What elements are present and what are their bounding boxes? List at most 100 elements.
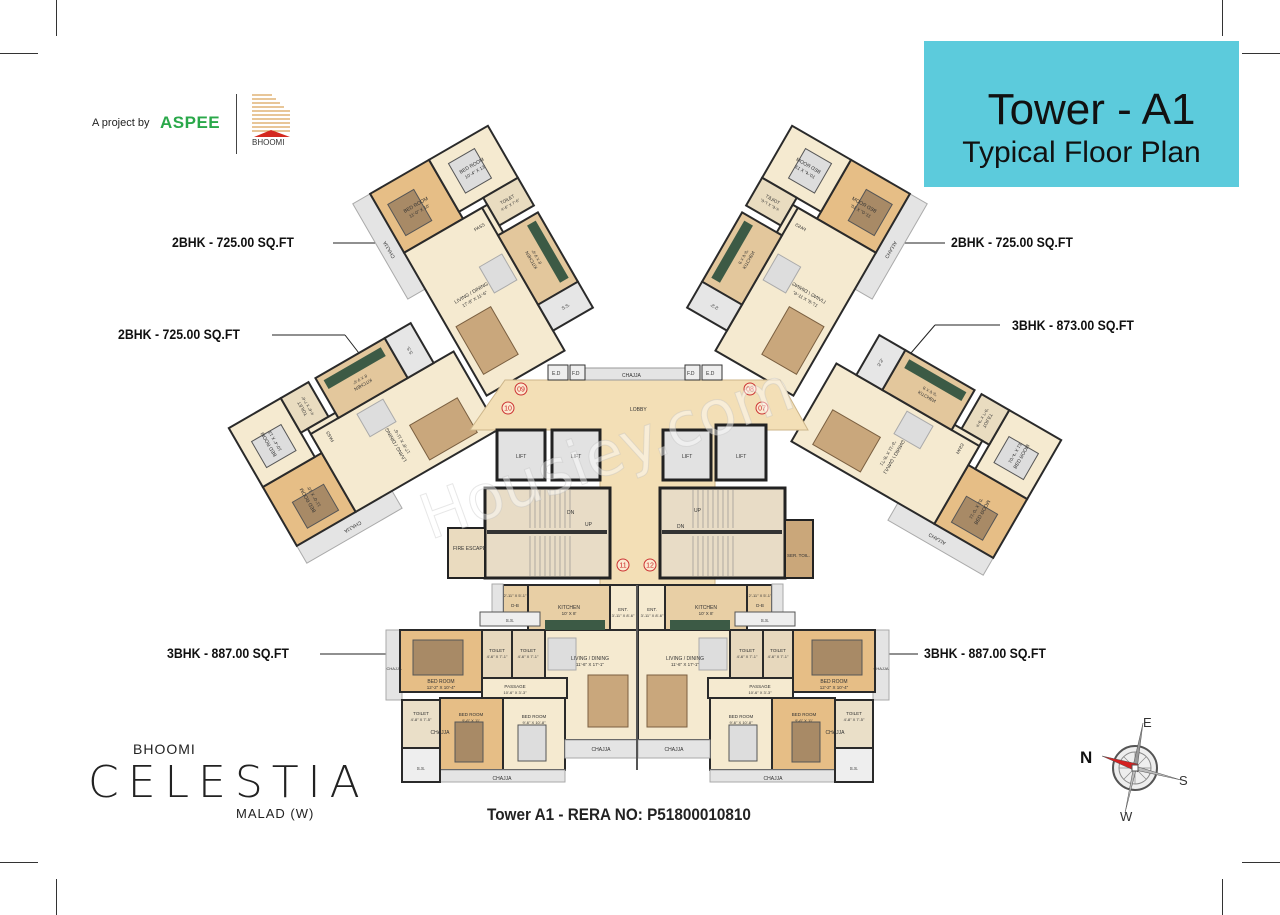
flat-number-circle <box>743 382 757 396</box>
crop-mark <box>56 879 57 915</box>
dining-table-icon <box>547 637 577 671</box>
bed-icon <box>447 147 493 194</box>
ss-label: S.S. <box>850 766 859 771</box>
flat-number: 08 <box>746 387 754 394</box>
brand-celestia: CELESTIA <box>88 757 369 808</box>
kitchen-label: KITCHEN <box>695 605 717 611</box>
bhoomi-logo: BHOOMI <box>252 94 290 147</box>
counter-icon <box>904 359 967 401</box>
counter-icon <box>670 620 730 630</box>
lift-2-label: LIFT <box>571 454 581 460</box>
flat-number: 10 <box>504 406 512 413</box>
crop-mark <box>1222 0 1223 36</box>
toilet-3-dim: 4'-8" X 7'-5" <box>844 717 865 722</box>
bedroom-3-label: BED ROOM <box>729 714 754 719</box>
staircase-right <box>658 486 787 580</box>
tower-title: Tower - A1 <box>987 85 1196 134</box>
service-toilet <box>784 519 814 579</box>
bedroom-1-dim: 12'-2" X 10'-4" <box>820 685 849 690</box>
bedroom-1-label: BED ROOM <box>820 679 847 685</box>
chajja <box>491 583 504 615</box>
bedroom-1-label: BED ROOM <box>427 679 454 685</box>
bedroom-2-dim: 9'-6" X 11' <box>795 718 813 723</box>
toilet-1-label: TOILET <box>489 648 505 653</box>
compass-w: W <box>1120 809 1133 824</box>
lobby-label: LOBBY <box>630 407 647 413</box>
unit-bottom-left: CHAJJACHAJJACHAJJACHAJJAS.S.S.S.KITCHEN1… <box>385 583 638 783</box>
unit-bottom-right: CHAJJACHAJJACHAJJACHAJJAS.S.S.S.KITCHEN1… <box>637 583 890 783</box>
fd-label-right: F.D <box>687 371 695 377</box>
callout-right-lower: 3BHK - 873.00 SQ.FT <box>1012 317 1134 333</box>
passage-label: PASSAGE <box>749 684 770 689</box>
bed-icon <box>517 724 547 762</box>
brand-bhoomi: BHOOMI <box>133 741 196 757</box>
sofa-icon <box>761 305 825 375</box>
flat-number-circle <box>755 401 769 415</box>
bed-icon <box>250 423 297 469</box>
bed-icon <box>791 721 821 763</box>
callout-left-lower: 2BHK - 725.00 SQ.FT <box>118 326 240 342</box>
ss-label: S.S. <box>876 357 885 367</box>
kitchen-dim: 10' X 8' <box>562 611 577 616</box>
crop-mark <box>1242 862 1280 863</box>
toilet-2-dim: 4'-6" X 7'-1" <box>518 654 539 659</box>
flat-number-circle <box>501 401 515 415</box>
chajja-label: CHAJJA <box>431 730 451 736</box>
sofa-icon <box>455 305 519 375</box>
db-dim: 2'-11" X 5'-1" <box>504 593 527 598</box>
lift-1 <box>495 428 547 482</box>
toilet-3-label: TOILET <box>413 711 429 716</box>
callout-left-upper: 2BHK - 725.00 SQ.FT <box>172 234 294 250</box>
compass-s: S <box>1179 773 1188 788</box>
crop-mark <box>0 53 38 54</box>
ss-label: S.S. <box>417 766 426 771</box>
chajja-label: CHAJJA <box>493 776 513 782</box>
flat-number-circle <box>514 382 528 396</box>
flat-number: 07 <box>758 406 766 413</box>
passage-dim: 10'-6" X 3'-3" <box>503 690 527 695</box>
counter-icon <box>323 347 386 389</box>
service-toilet-label: SER. TOIL. <box>787 553 810 558</box>
service-shaft <box>536 280 595 333</box>
dining-table-icon <box>893 410 934 450</box>
living-dim: 11'-6" X 17'-1" <box>576 662 604 667</box>
bedroom-3-dim: 9'-6" X 10'-8" <box>729 720 753 725</box>
compass-n: N <box>1080 748 1092 767</box>
chajja <box>771 583 784 615</box>
brand-location: MALAD (W) <box>236 806 315 821</box>
toilet-2-label: TOILET <box>739 648 755 653</box>
callout-bottom-right: 3BHK - 887.00 SQ.FT <box>924 645 1046 661</box>
logo-divider <box>236 94 237 154</box>
chajja-label: CHAJJA <box>592 747 612 753</box>
toilet-2-label: TOILET <box>520 648 536 653</box>
lift-4 <box>714 423 768 482</box>
service-shaft-2 <box>401 747 441 783</box>
bed-icon <box>728 724 758 762</box>
ss-label: S.S. <box>709 302 719 311</box>
callout-bottom-left: 3BHK - 887.00 SQ.FT <box>167 645 289 661</box>
bed-icon <box>387 188 433 237</box>
lobby-chajja-label: CHAJJA <box>622 373 642 379</box>
lift-4-label: LIFT <box>736 454 746 460</box>
crop-mark <box>1222 879 1223 915</box>
chajja-label: CHAJJA <box>386 666 401 671</box>
toilet-3 <box>834 699 874 749</box>
crop-mark <box>56 0 57 36</box>
sofa-icon <box>812 409 882 473</box>
dining-table-icon <box>762 253 802 294</box>
plan-subtitle: Typical Floor Plan <box>962 136 1201 169</box>
lift-2 <box>550 428 602 482</box>
sofa-icon <box>646 674 688 728</box>
ent-label: ENT. <box>647 607 657 612</box>
flat-number: 09 <box>517 387 525 394</box>
ent-dim: 3'-11" X 8'-6" <box>641 613 664 618</box>
ss-label: S.S. <box>561 302 571 311</box>
db-dim: 2'-11" X 5'-1" <box>749 593 772 598</box>
chajja-label: CHAJJA <box>665 747 685 753</box>
bed-icon <box>811 639 863 676</box>
